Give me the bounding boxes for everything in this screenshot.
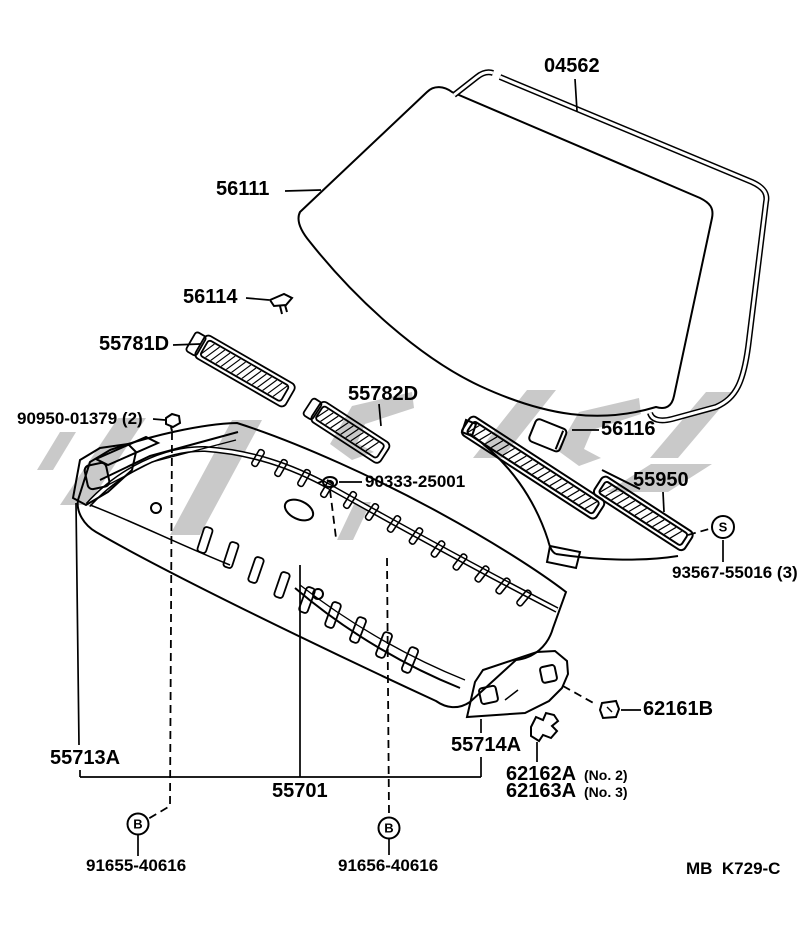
- louver-55782d-art: [302, 397, 391, 464]
- callout-56111: 56111: [216, 178, 270, 200]
- clip-62162a-icon: [530, 711, 560, 743]
- windshield-molding-art: [452, 69, 770, 424]
- bolt-symbol-b1: B: [133, 816, 143, 832]
- cowl-louver-slots: [251, 448, 532, 607]
- dashed-leader-lines: [147, 431, 710, 820]
- callout-90333-25001: 90333-25001: [365, 472, 466, 491]
- callout-90950-01379: 90950-01379 (2): [17, 409, 143, 428]
- cowl-side-louver-art: [460, 415, 694, 570]
- callout-56114: 56114: [183, 286, 238, 308]
- plug-90950-icon: [165, 412, 182, 432]
- callout-55950: 55950: [633, 469, 689, 491]
- callout-04562: 04562: [544, 55, 600, 77]
- louver-55781d-art: [185, 331, 296, 408]
- leader-lines: [75, 78, 724, 856]
- pad-56116-art: [528, 418, 568, 453]
- callout-91655-40616: 91655-40616: [86, 856, 187, 875]
- windshield-glass-art: [297, 86, 714, 417]
- callout-55782d: 55782D: [348, 383, 419, 405]
- clip-56114-icon: [268, 292, 294, 315]
- symbol-circles: [126, 515, 735, 840]
- callout-62163a-note: (No. 3): [584, 784, 628, 800]
- callout-56116: 56116: [601, 418, 656, 440]
- callout-55713a: 55713A: [50, 747, 121, 769]
- cowl-panel-art: [71, 421, 570, 719]
- bracket-55713a-art: [71, 442, 138, 507]
- screw-symbol-s: S: [718, 519, 728, 535]
- bolt-symbol-b1-circle: [126, 812, 150, 836]
- bolt-symbol-b2-circle: [377, 816, 401, 840]
- callout-91656-40616: 91656-40616: [338, 856, 439, 875]
- callout-55714a: 55714A: [451, 734, 522, 756]
- callout-62161b: 62161B: [643, 698, 714, 720]
- callout-93567-55016: 93567-55016 (3): [672, 563, 798, 582]
- bolt-symbol-b2: B: [384, 820, 394, 836]
- bracket-55714a-art: [465, 649, 570, 719]
- callout-62162a-note: (No. 2): [584, 767, 628, 783]
- callout-55781d: 55781D: [99, 333, 170, 355]
- cowl-lower-slots: [196, 526, 420, 674]
- plate-code: MB K729-C: [686, 859, 781, 878]
- clip-62161b-icon: [598, 699, 621, 720]
- callout-62162a: 62162A: [506, 763, 577, 785]
- callout-55701: 55701: [272, 780, 328, 802]
- screw-symbol-s-circle: [711, 515, 735, 539]
- screw-90333-icon: [317, 476, 338, 488]
- callout-62163a: 62163A: [506, 780, 577, 802]
